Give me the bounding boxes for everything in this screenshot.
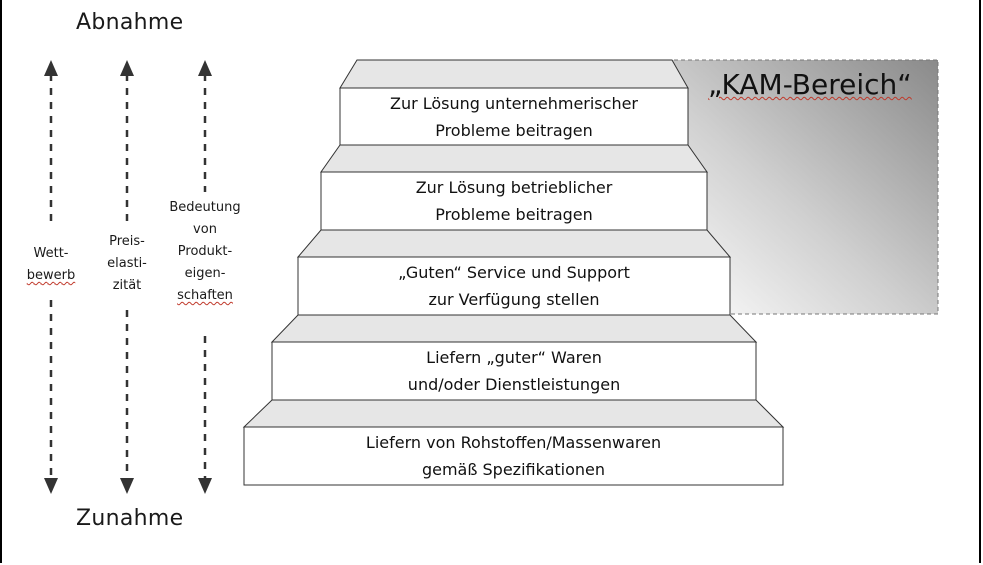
label-line: von (193, 222, 217, 237)
label-line: schaften (177, 288, 233, 303)
label-line: Produkt- (177, 244, 233, 259)
label-line: Preis- (109, 234, 145, 249)
step-3-text: „Guten“ Service und Support zur Verfügun… (298, 259, 730, 313)
label-line: eigen- (184, 266, 226, 281)
label-wettbewerb: Wett- bewerb (16, 243, 86, 287)
label-line: bewerb (26, 268, 76, 283)
step-1-text: Zur Lösung unternehmerischer Probleme be… (340, 90, 688, 144)
step-line: Zur Lösung unternehmerischer (389, 94, 638, 113)
step-line: Probleme beitragen (435, 205, 593, 224)
step-line: Liefern „guter“ Waren (426, 348, 602, 367)
step-4-front (271, 341, 757, 401)
step-line: „Guten“ Service und Support (398, 263, 630, 282)
label-preiselastizitaet: Preis- elasti- zität (92, 231, 162, 297)
step-line: zur Verfügung stellen (428, 290, 600, 309)
step-1-front (339, 87, 689, 146)
label-line: zität (112, 278, 142, 293)
arrow-preiselastizitaet (120, 60, 134, 494)
step-line: Liefern von Rohstoffen/Massenwaren (365, 433, 662, 452)
step-5-top (242, 399, 785, 428)
label-line: Bedeutung (169, 200, 241, 215)
step-1-top (339, 59, 689, 89)
step-5-front (243, 426, 784, 486)
staircase (242, 59, 785, 486)
title-abnahme: Abnahme (76, 10, 184, 35)
step-2-top (320, 144, 708, 173)
step-line: Zur Lösung betrieblicher (415, 178, 613, 197)
arrow-wettbewerb (44, 60, 58, 494)
step-4-text: Liefern „guter“ Waren und/oder Dienstlei… (272, 344, 756, 398)
kam-label: „KAM-Bereich“ (708, 68, 912, 101)
step-line: gemäß Spezifikationen (421, 460, 606, 479)
step-5-text: Liefern von Rohstoffen/Massenwaren gemäß… (244, 429, 783, 483)
step-line: und/oder Dienstleistungen (407, 375, 621, 394)
step-3-top (296, 229, 732, 258)
label-produkteigenschaften: Bedeutung von Produkt- eigen- schaften (160, 197, 250, 307)
label-line: elasti- (107, 256, 147, 271)
label-line: Wett- (33, 246, 69, 261)
step-4-top (270, 314, 758, 343)
arrow-produkteigenschaften (198, 60, 212, 494)
step-line: Probleme beitragen (435, 121, 593, 140)
title-zunahme: Zunahme (76, 506, 184, 531)
step-2-text: Zur Lösung betrieblicher Probleme beitra… (321, 174, 707, 228)
